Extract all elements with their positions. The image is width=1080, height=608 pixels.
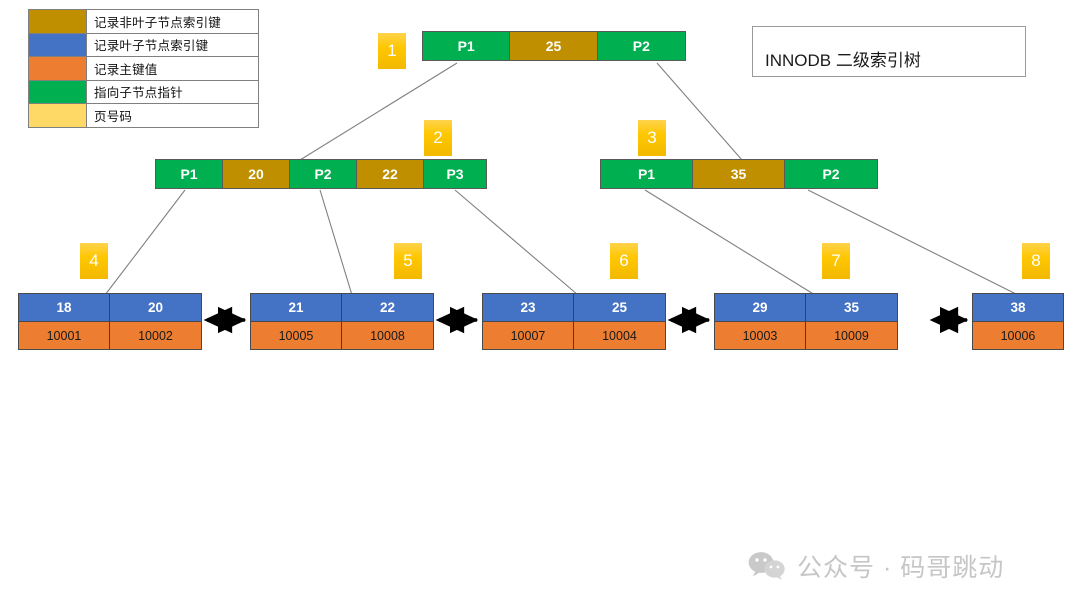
- node2-cell-pointer-p3: P3: [424, 160, 486, 188]
- legend-swatch-child-pointer: [29, 80, 87, 103]
- leaf7-pk-row: 10003 10009: [715, 322, 897, 349]
- page-badge-6: 6: [610, 243, 638, 279]
- node2-cell-pointer-p1: P1: [156, 160, 223, 188]
- leaf7-key-cell: 35: [806, 294, 897, 321]
- page-badge-5: 5: [394, 243, 422, 279]
- leaf6-pk-cell: 10007: [483, 322, 574, 349]
- root-cell-pointer-p2: P2: [597, 32, 685, 60]
- leaf5-key-cell: 22: [342, 294, 433, 321]
- leaf5-key-cell: 21: [251, 294, 342, 321]
- legend-item: 记录非叶子节点索引键: [29, 10, 258, 34]
- legend-item: 记录叶子节点索引键: [29, 33, 258, 57]
- page-badge-label: 6: [619, 251, 629, 270]
- legend-label: 记录叶子节点索引键: [94, 39, 209, 54]
- diagram-title: INNODB 二级索引树: [765, 51, 921, 70]
- leaf4-key-row: 18 20: [19, 294, 201, 322]
- page-badge-8: 8: [1022, 243, 1050, 279]
- leaf4-pk-cell: 10002: [110, 322, 201, 349]
- root-node: P1 25 P2: [422, 31, 686, 61]
- page-badge-label: 4: [89, 251, 99, 270]
- leaf-node-4: 18 20 10001 10002: [18, 293, 202, 350]
- leaf5-key-row: 21 22: [251, 294, 433, 322]
- page-badge-label: 3: [647, 128, 657, 147]
- node2-cell-key-20: 20: [223, 160, 290, 188]
- page-badge-label: 1: [387, 41, 397, 60]
- page-badge-label: 7: [831, 251, 841, 270]
- internal-node-2: P1 20 P2 22 P3: [155, 159, 487, 189]
- leaf6-key-row: 23 25: [483, 294, 665, 322]
- legend-swatch-page-number: [29, 104, 87, 127]
- leaf7-key-cell: 29: [715, 294, 806, 321]
- leaf-node-8: 38 10006: [972, 293, 1064, 350]
- page-badge-label: 8: [1031, 251, 1041, 270]
- node3-cell-pointer-p1: P1: [601, 160, 693, 188]
- page-badge-1: 1: [378, 33, 406, 69]
- legend-item: 页号码: [29, 104, 258, 128]
- leaf7-pk-cell: 10003: [715, 322, 806, 349]
- leaf8-key-row: 38: [973, 294, 1063, 322]
- page-badge-3: 3: [638, 120, 666, 156]
- legend-label: 记录非叶子节点索引键: [94, 15, 222, 30]
- leaf-node-6: 23 25 10007 10004: [482, 293, 666, 350]
- leaf6-pk-cell: 10004: [574, 322, 665, 349]
- leaf5-pk-row: 10005 10008: [251, 322, 433, 349]
- legend-swatch-nonleaf-key: [29, 10, 87, 33]
- root-cell-pointer-p1: P1: [423, 32, 511, 60]
- watermark: 公众号 · 码哥跳动: [748, 548, 1004, 584]
- legend-label: 页号码: [94, 109, 133, 124]
- page-badge-2: 2: [424, 120, 452, 156]
- legend-item: 指向子节点指针: [29, 80, 258, 104]
- root-cell-key-25: 25: [510, 32, 598, 60]
- leaf7-pk-cell: 10009: [806, 322, 897, 349]
- leaf8-pk-cell: 10006: [973, 322, 1063, 349]
- page-badge-4: 4: [80, 243, 108, 279]
- leaf5-pk-cell: 10005: [251, 322, 342, 349]
- leaf8-key-cell: 38: [973, 294, 1063, 321]
- leaf6-pk-row: 10007 10004: [483, 322, 665, 349]
- node2-cell-pointer-p2: P2: [290, 160, 357, 188]
- leaf4-pk-cell: 10001: [19, 322, 110, 349]
- internal-node-3: P1 35 P2: [600, 159, 878, 189]
- legend-swatch-primary-key: [29, 57, 87, 80]
- leaf4-key-cell: 20: [110, 294, 201, 321]
- leaf5-pk-cell: 10008: [342, 322, 433, 349]
- watermark-text: 公众号 · 码哥跳动: [797, 554, 1005, 582]
- legend: 记录非叶子节点索引键 记录叶子节点索引键 记录主键值 指向子节点指针 页号码: [28, 9, 259, 128]
- legend-swatch-leaf-key: [29, 33, 87, 56]
- node3-cell-key-35: 35: [693, 160, 785, 188]
- page-badge-label: 2: [433, 128, 443, 147]
- node3-cell-pointer-p2: P2: [785, 160, 877, 188]
- leaf4-key-cell: 18: [19, 294, 110, 321]
- wechat-icon: [748, 552, 785, 580]
- leaf-node-7: 29 35 10003 10009: [714, 293, 898, 350]
- legend-item: 记录主键值: [29, 57, 258, 81]
- diagram-title-box: INNODB 二级索引树: [752, 26, 1026, 77]
- leaf6-key-cell: 23: [483, 294, 574, 321]
- page-badge-label: 5: [403, 251, 413, 270]
- legend-label: 指向子节点指针: [94, 86, 183, 101]
- leaf4-pk-row: 10001 10002: [19, 322, 201, 349]
- leaf7-key-row: 29 35: [715, 294, 897, 322]
- node2-cell-key-22: 22: [357, 160, 424, 188]
- legend-label: 记录主键值: [94, 62, 158, 77]
- leaf-node-5: 21 22 10005 10008: [250, 293, 434, 350]
- leaf8-pk-row: 10006: [973, 322, 1063, 349]
- page-badge-7: 7: [822, 243, 850, 279]
- leaf6-key-cell: 25: [574, 294, 665, 321]
